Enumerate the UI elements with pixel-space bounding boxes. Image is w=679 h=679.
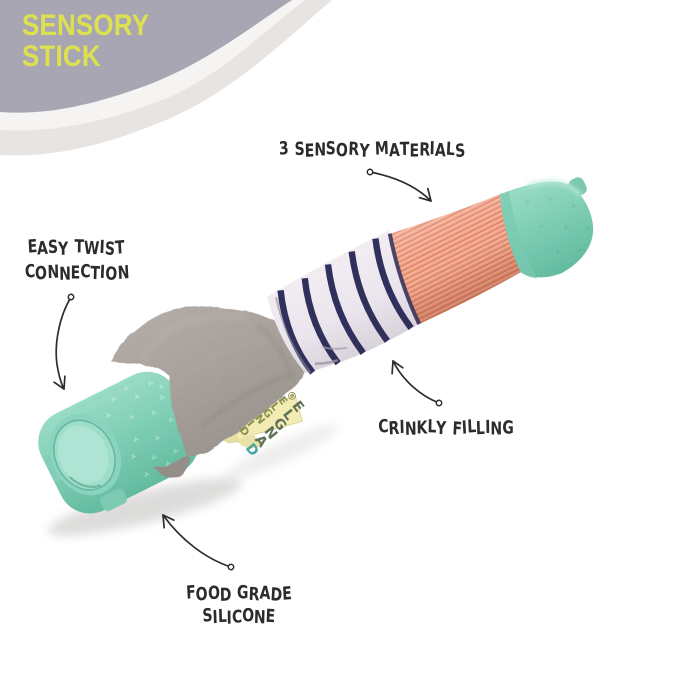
headline: SENSORY STICK	[22, 10, 149, 72]
callout-arrows	[53, 168, 443, 571]
callout-twist-label-line1: EASY TWIST	[27, 235, 125, 261]
silicone-cap-left	[38, 371, 199, 514]
callout-twist-label-line2: CONNECTION	[24, 260, 130, 286]
product-shadow	[47, 425, 339, 536]
headline-line2: STICK	[22, 40, 101, 73]
arrow-materials	[366, 168, 432, 202]
corduroy-segment	[387, 193, 523, 325]
cap-face-twist-knob	[57, 425, 109, 484]
callout-materials-label: 3 SENSORY MATERIALS	[278, 137, 466, 163]
silicone-cap-right	[499, 177, 594, 279]
sensory-stick-product	[38, 177, 594, 514]
headline-line1: SENSORY	[22, 9, 150, 42]
swoosh-background	[0, 0, 332, 156]
arrow-silicone	[162, 514, 235, 571]
arrow-twist	[53, 293, 75, 390]
svg-text:I: I	[244, 418, 256, 428]
callout-crinkly-label: CRINKLY FILLING	[377, 415, 514, 441]
callout-silicone-label-line2: SILICONE	[201, 604, 276, 629]
callout-silicone-label-line1: FOOD GRADE	[185, 581, 293, 607]
striped-segment	[266, 230, 419, 375]
swoosh-blob-dark	[0, 0, 292, 113]
plush-segment	[93, 268, 322, 478]
navy-stripes	[277, 238, 414, 375]
arrow-crinkly	[391, 360, 443, 407]
